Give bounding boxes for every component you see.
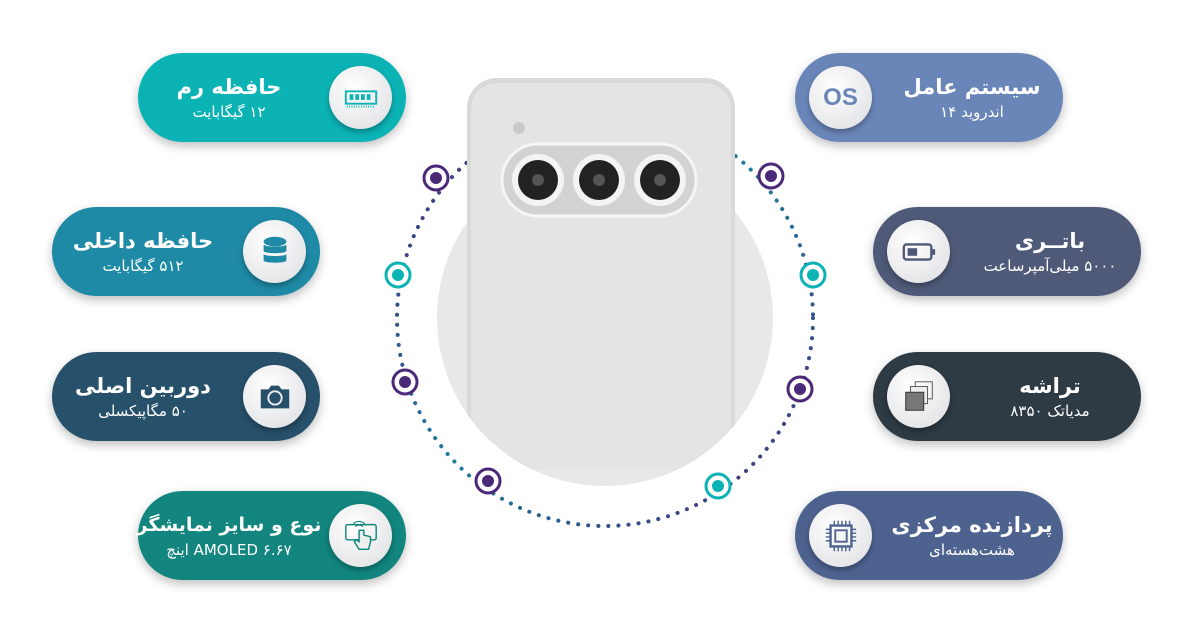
spec-camera: دوربین اصلی ۵۰ مگاپیکسلی: [52, 352, 320, 441]
touch-screen-icon: [329, 504, 392, 567]
spec-battery: باتــری ۵۰۰۰ میلی‌آمپرساعت: [873, 207, 1141, 296]
spec-value: هشت‌هسته‌ای: [929, 540, 1015, 559]
ring-marker-dot: [794, 383, 806, 395]
spec-title: سیستم عامل: [903, 74, 1041, 99]
spec-os: OS سیستم عامل اندروید ۱۴: [795, 53, 1063, 142]
spec-chip: تراشه مدیاتک ۸۳۵۰: [873, 352, 1141, 441]
cpu-icon: [809, 504, 872, 567]
ring-marker-dot: [392, 269, 404, 281]
spec-title: تراشه: [1019, 373, 1081, 398]
spec-title: دوربین اصلی: [75, 373, 211, 398]
ring-marker-dot: [807, 269, 819, 281]
os-icon-text: OS: [823, 83, 858, 111]
chip-layers-icon: [887, 365, 950, 428]
spec-value: ۵۱۲ گیگابایت: [102, 256, 184, 275]
battery-icon: [887, 220, 950, 283]
spec-cpu: پردازنده مرکزی هشت‌هسته‌ای: [795, 491, 1063, 580]
spec-storage: حافظه داخلی ۵۱۲ گیگابایت: [52, 207, 320, 296]
ring-marker-dot: [399, 376, 411, 388]
spec-value: اندروید ۱۴: [940, 102, 1004, 121]
ram-icon: [329, 66, 392, 129]
spec-value: ۵۰ مگاپیکسلی: [98, 401, 188, 420]
ring-marker-dot: [765, 170, 777, 182]
spec-title: باتــری: [1014, 228, 1086, 253]
phone-image: [438, 78, 774, 486]
spec-display: نوع و سایز نمایشگر ۶.۶۷ AMOLED اینچ: [136, 491, 406, 580]
spec-title: پردازنده مرکزی: [891, 512, 1053, 537]
camera-lenses: [512, 154, 686, 206]
database-icon: [243, 220, 306, 283]
camera-icon: [243, 365, 306, 428]
spec-title: حافظه رم: [176, 74, 282, 99]
spec-title: حافظه داخلی: [72, 228, 214, 253]
spec-value: مدیاتک ۸۳۵۰: [1010, 401, 1090, 420]
os-icon: OS: [809, 66, 872, 129]
ring-marker-dot: [430, 172, 442, 184]
spec-title: نوع و سایز نمایشگر: [136, 513, 322, 536]
spec-value: ۶.۶۷ AMOLED اینچ: [166, 540, 292, 559]
spec-ram: حافظه رم ۱۲ گیگابایت: [138, 53, 406, 142]
ring-marker-dot: [482, 475, 494, 487]
spec-value: ۵۰۰۰ میلی‌آمپرساعت: [983, 256, 1117, 275]
spec-value: ۱۲ گیگابایت: [192, 102, 266, 121]
ring-marker-dot: [712, 480, 724, 492]
